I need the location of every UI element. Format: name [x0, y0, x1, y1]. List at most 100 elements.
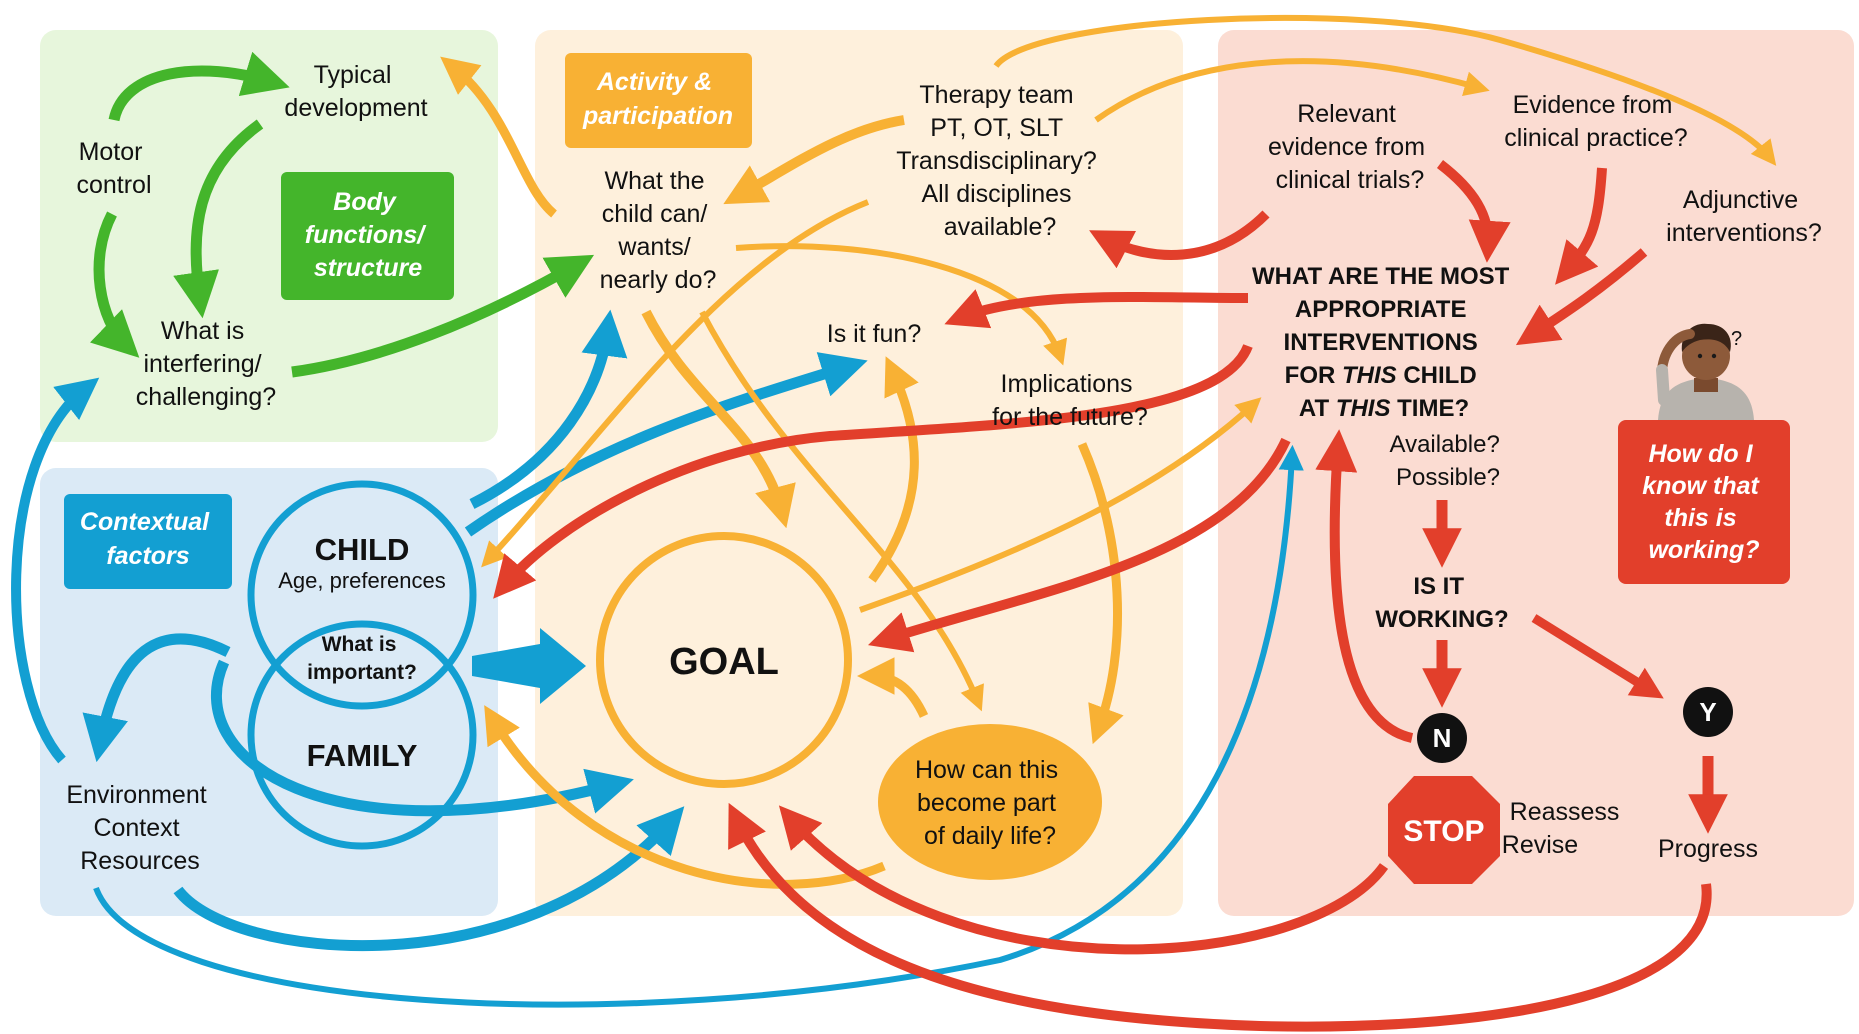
family-circle: [247, 620, 477, 850]
motor-label-line-2: control: [76, 171, 151, 199]
red-arrow-progress-to-goal: [728, 802, 1712, 1032]
red-arrow-practice-to-main: [1555, 167, 1607, 285]
orange-arrow-therapy-to-evidence-practice: [1094, 58, 1490, 123]
svg-text:Therapy team PT, OT, SLT: Therapy team PT, OT, SLT Transdisciplina…: [896, 81, 1104, 241]
what-child-line-1: What the: [604, 167, 704, 195]
know-badge-line-4: working?: [1648, 536, 1759, 564]
available-line-1: Available?: [1390, 431, 1500, 458]
implications-line-1: Implications: [1001, 370, 1133, 398]
orange-arrow-activity-to-daily: [699, 310, 984, 712]
orange-arrow-activity-to-goal-1: [641, 309, 796, 529]
reassess-line-2: Revise: [1502, 831, 1578, 859]
svg-text:Body functions/ struct: Body functions/ structure: [305, 188, 431, 282]
blue-arrow-child-to-activity: [469, 309, 628, 509]
motor-label-line-1: Motor: [79, 138, 143, 166]
adjunctive-line-2: interventions?: [1666, 219, 1822, 247]
body-functions-panel: [40, 30, 498, 442]
green-arrow-motor-to-typical: [108, 51, 290, 122]
green-arrow-interfering-to-activity: [291, 254, 595, 378]
child-circle: [247, 480, 477, 710]
orange-arrow-goal-to-fun: [868, 356, 919, 583]
red-arrow-main-to-child: [493, 343, 1253, 599]
goal-label: GOAL: [669, 641, 779, 683]
orange-arrow-daily-to-child: [484, 705, 886, 889]
therapy-line-3: Transdisciplinary?: [896, 147, 1097, 175]
is-working-line-1: IS IT: [1413, 573, 1464, 600]
svg-text:What is important?: What is important?: [307, 633, 417, 684]
relevant-line-2: evidence from: [1268, 133, 1425, 161]
svg-text:What is interfering/ c: What is interfering/ challenging?: [136, 317, 276, 411]
red-arrow-main-to-fun: [944, 289, 1249, 329]
main-question-line-2: APPROPRIATE: [1295, 296, 1467, 323]
main-question-line-1: WHAT ARE THE MOST: [1252, 263, 1510, 290]
red-arrow-working-to-yes: [1531, 614, 1664, 699]
environment-label-line-1: Environment: [66, 781, 206, 809]
svg-text:IS IT WORKING?: IS IT WORKING?: [1375, 573, 1508, 633]
activity-badge-line-2: participation: [582, 102, 733, 130]
red-arrow-main-to-goal: [868, 437, 1291, 653]
svg-text:What the child can/ wa: What the child can/ wants/ nearly do?: [600, 167, 717, 294]
blue-arrow-environment-to-interfering: [11, 377, 100, 764]
daily-line-2: become part: [917, 789, 1056, 817]
main-question-line-4: FOR THIS CHILD: [1285, 362, 1477, 389]
green-arrow-motor-to-interfering: [90, 211, 140, 358]
therapy-line-4: All disciplines: [921, 180, 1071, 208]
contextual-factors-badge: [64, 494, 232, 589]
svg-text:Environment Context Re: Environment Context Resources: [66, 781, 213, 875]
main-question-line-3: INTERVENTIONS: [1284, 329, 1478, 356]
is-working-line-2: WORKING?: [1375, 606, 1508, 633]
svg-text:Relevant evidence from: Relevant evidence from clinical trials?: [1268, 100, 1432, 194]
svg-text:Evidence from clinical pra: Evidence from clinical practice?: [1504, 91, 1687, 152]
svg-text:Reassess Revise: Reassess Revise: [1502, 798, 1627, 859]
orange-arrow-goal-to-interventions: [859, 397, 1262, 613]
implications-line-2: for the future?: [992, 403, 1148, 431]
blue-arrow-child-to-fun: [464, 352, 868, 537]
activity-badge-line-1: Activity &: [596, 68, 712, 96]
red-arrow-adjunctive-to-main: [1515, 248, 1648, 346]
what-child-line-3: wants/: [617, 233, 690, 261]
therapy-line-1: Therapy team: [919, 81, 1073, 109]
body-badge-line-2: functions/: [305, 221, 427, 249]
interfering-label-line-1: What is: [161, 317, 244, 345]
family-label: FAMILY: [307, 738, 418, 773]
main-question-line-5: AT THIS TIME?: [1299, 395, 1469, 422]
svg-text:Contextual factors: Contextual factors: [80, 508, 216, 570]
therapy-line-2: PT, OT, SLT: [930, 114, 1063, 142]
child-label: CHILD: [315, 532, 410, 567]
svg-text:WHAT ARE THE MOST APPROPRI: WHAT ARE THE MOST APPROPRIATE INTERVENTI…: [1252, 263, 1516, 422]
environment-label-line-3: Resources: [80, 847, 200, 875]
adjunctive-line-1: Adjunctive: [1683, 186, 1798, 214]
orange-arrow-therapy-to-activity: [723, 115, 905, 205]
yes-node: [1683, 687, 1733, 737]
context-badge-line-2: factors: [106, 542, 189, 570]
daily-life-ellipse: [878, 724, 1102, 880]
svg-text:Available? Possible?: Available? Possible?: [1390, 431, 1507, 491]
goal-circle: [596, 532, 852, 788]
orange-arrow-daily-to-goal: [856, 657, 929, 718]
how-do-i-know-badge: [1618, 420, 1790, 584]
red-arrow-relevant-to-therapy: [1089, 210, 1270, 269]
evidence-practice-line-2: clinical practice?: [1504, 124, 1687, 152]
stop-label: STOP: [1403, 815, 1484, 848]
typical-label-line-2: development: [284, 94, 427, 122]
fun-label: Is it fun?: [827, 320, 922, 348]
orange-arrow-therapy-to-adjunctive: [993, 14, 1777, 166]
environment-label-line-2: Context: [93, 814, 179, 842]
therapy-line-5: available?: [944, 213, 1057, 241]
svg-text:How do I know that thi: How do I know that this is working?: [1642, 440, 1766, 564]
stop-sign-icon: [1388, 776, 1500, 884]
svg-text:Typical development: Typical development: [284, 61, 427, 122]
activity-participation-panel: [535, 30, 1183, 916]
daily-line-3: of daily life?: [924, 822, 1056, 850]
know-badge-line-1: How do I: [1648, 440, 1753, 468]
interfering-label-line-3: challenging?: [136, 383, 276, 411]
svg-text:Implications for the futur: Implications for the future?: [992, 370, 1148, 431]
svg-text:Adjunctive interventions?: Adjunctive interventions?: [1666, 186, 1822, 247]
svg-text:Activity & participation: Activity & participation: [582, 68, 733, 130]
body-badge-line-3: structure: [314, 254, 422, 282]
interfering-label-line-2: interfering/: [143, 350, 261, 378]
progress-label: Progress: [1658, 835, 1758, 863]
blue-arrow-family-to-goal: [210, 659, 634, 817]
svg-text:Motor control: Motor control: [76, 138, 151, 199]
